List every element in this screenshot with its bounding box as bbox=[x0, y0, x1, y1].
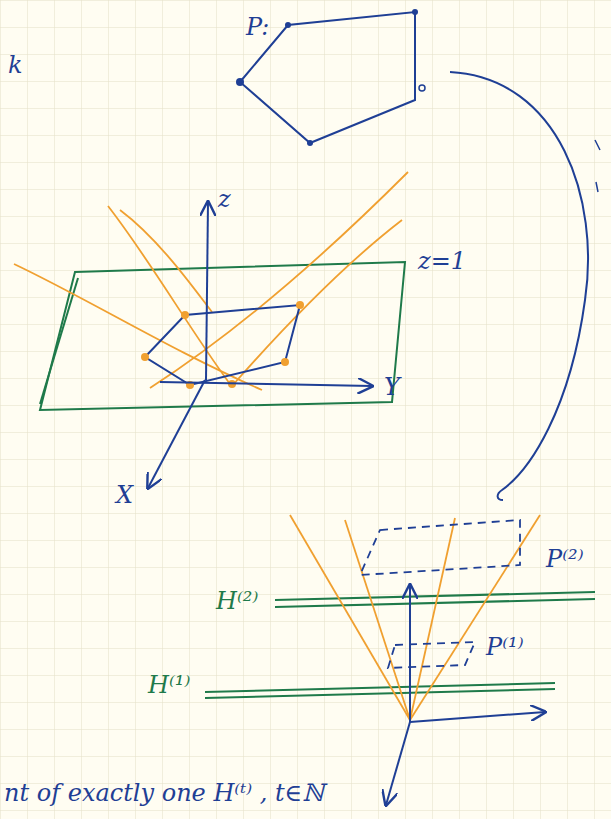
axis-label: Y bbox=[384, 374, 400, 400]
planes-h bbox=[205, 592, 595, 698]
orange-dots bbox=[141, 301, 304, 389]
projected-polygon bbox=[145, 305, 300, 385]
polygon-p bbox=[240, 12, 415, 143]
axes-lower bbox=[386, 585, 545, 805]
cone-rays bbox=[290, 515, 540, 720]
polygon-label: P: bbox=[246, 14, 269, 40]
plane-label: z=1 bbox=[418, 248, 466, 274]
plane-label: H⁽¹⁾ bbox=[148, 672, 190, 698]
subscript-label: k bbox=[8, 52, 23, 78]
slice-label: P⁽¹⁾ bbox=[486, 634, 524, 660]
slice-label: P⁽²⁾ bbox=[546, 546, 584, 572]
small-circle bbox=[419, 85, 425, 91]
plane-label: H⁽²⁾ bbox=[216, 588, 258, 614]
note-text: nt of exactly one H⁽ᵗ⁾ , t∈ℕ bbox=[4, 780, 324, 806]
mapping-arrow bbox=[450, 72, 588, 500]
tick-marks bbox=[595, 140, 600, 192]
orange-rays bbox=[14, 172, 408, 390]
vertex-dots bbox=[236, 9, 418, 146]
axis-label: z bbox=[218, 186, 231, 212]
axes-upper bbox=[148, 202, 372, 488]
axis-label: X bbox=[116, 482, 133, 508]
